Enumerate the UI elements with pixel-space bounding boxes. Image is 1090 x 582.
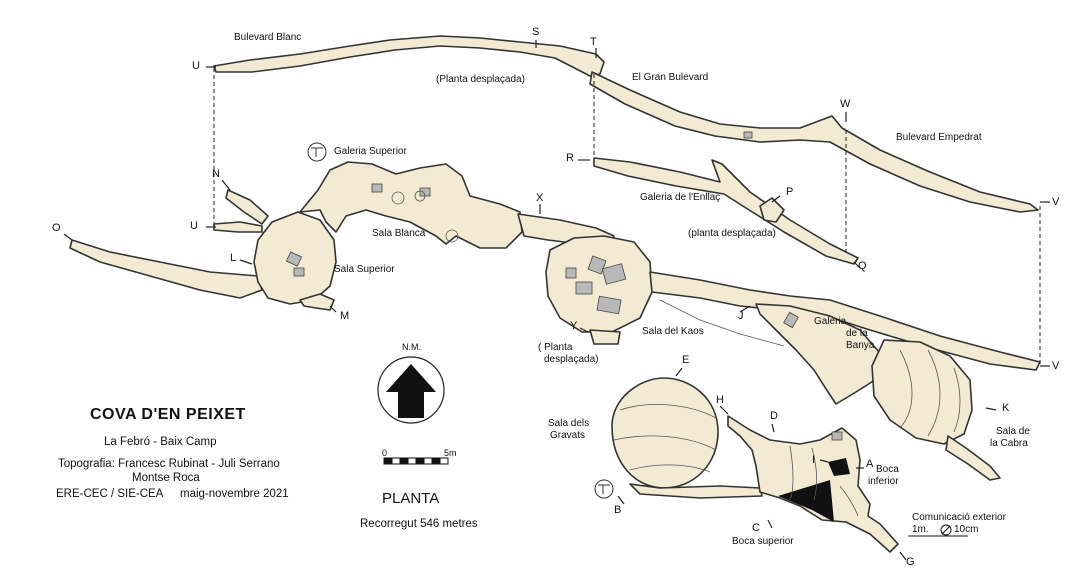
- point-k: K: [1002, 402, 1010, 414]
- gallery-o-branch: [69, 239, 263, 299]
- label-sala-blanca: Sala Blanca: [372, 228, 426, 239]
- exterior-left: 1m.: [912, 524, 929, 535]
- label-planta-desplacada-mid: (planta desplaçada): [688, 228, 776, 239]
- point-l: L: [230, 252, 237, 264]
- point-d: D: [770, 410, 778, 422]
- room-lower-entrance-complex: [727, 415, 899, 553]
- gallery-banya: [755, 303, 887, 405]
- gallery-b-connector: [629, 483, 763, 499]
- point-y: Y: [570, 320, 578, 332]
- gallery-p-branch: [759, 197, 785, 223]
- point-s: S: [532, 26, 540, 38]
- label-planta-desplacada-top: (Planta desplaçada): [436, 74, 525, 85]
- point-u2: U: [190, 220, 198, 232]
- point-t: T: [590, 36, 597, 48]
- scale-bar: [383, 457, 449, 465]
- label-galeria-enllac: Galeria de l'Enllaç: [640, 192, 721, 203]
- room-sala-gravats: [611, 377, 719, 489]
- point-g: G: [906, 556, 915, 568]
- point-w: W: [840, 98, 851, 110]
- view-label: PLANTA: [382, 490, 440, 507]
- point-p: P: [786, 186, 794, 198]
- label-sala-cabra-2: la Cabra: [990, 438, 1028, 449]
- point-i: I: [812, 454, 816, 466]
- exterior-title: Comunicació exterior: [912, 512, 1006, 523]
- label-galeria-banya-3: Banya: [846, 340, 875, 351]
- boca-inferior-opening: [828, 458, 850, 476]
- point-u1: U: [192, 60, 200, 72]
- label-gran-bulevard: El Gran Bulevard: [632, 72, 709, 83]
- label-boca-inferior-1: Boca: [876, 464, 899, 475]
- climbing-symbol-icon: [307, 142, 614, 499]
- scale-zero: 0: [382, 448, 388, 458]
- label-sala-gravats-2: Gravats: [550, 430, 586, 441]
- map-location: La Febró - Baix Camp: [104, 436, 217, 448]
- gallery-k-branch: [945, 435, 1001, 481]
- gallery-enllac: [593, 157, 859, 265]
- room-sala-blanca: [299, 161, 523, 249]
- point-e: E: [682, 354, 690, 366]
- map-date: maig-novembre 2021: [180, 488, 289, 500]
- point-n: N: [212, 168, 220, 180]
- north-label: N.M.: [402, 342, 421, 352]
- gallery-n-branch: [225, 189, 269, 225]
- scale-max: 5m: [444, 448, 457, 458]
- label-sala-gravats-1: Sala dels: [548, 418, 590, 429]
- point-m: M: [340, 310, 350, 322]
- map-topography-2: Montse Roca: [132, 472, 200, 484]
- point-a: A: [866, 458, 874, 470]
- room-sala-kaos: [545, 235, 653, 333]
- gallery-gran-bulevard: [589, 71, 1039, 213]
- label-boca-superior: Boca superior: [732, 536, 794, 547]
- label-bulevard-blanc: Bulevard Blanc: [234, 32, 302, 43]
- gallery-m-branch: [299, 293, 335, 311]
- label-galeria-banya-1: Galeria: [814, 316, 847, 327]
- map-topography: Topografia: Francesc Rubinat - Juli Serr…: [58, 458, 280, 470]
- point-j: J: [738, 310, 744, 322]
- point-c: C: [752, 522, 760, 534]
- exterior-right: 10cm: [954, 524, 979, 535]
- map-club: ERE-CEC / SIE-CEA: [56, 488, 164, 500]
- label-planta-desplacada-y-1: ( Planta: [538, 342, 573, 353]
- gallery-bulevard-blanc: [213, 35, 605, 77]
- gallery-y-branch: [589, 329, 621, 345]
- gallery-j-corridor: [649, 271, 1041, 371]
- point-x: X: [536, 192, 544, 204]
- label-sala-cabra-1: Sala de: [996, 426, 1030, 437]
- boca-superior-opening: [778, 480, 834, 522]
- label-planta-desplacada-y-2: desplaçada): [544, 354, 599, 365]
- gallery-u2-branch: [213, 221, 263, 233]
- label-bulevard-empedrat: Bulevard Empedrat: [896, 132, 982, 143]
- point-h: H: [716, 394, 724, 406]
- label-galeria-superior: Galeria Superior: [334, 146, 407, 157]
- label-sala-kaos: Sala del Kaos: [642, 326, 704, 337]
- point-o: O: [52, 222, 61, 234]
- map-title: COVA D'EN PEIXET: [90, 406, 246, 423]
- label-boca-inferior-2: inferior: [868, 476, 899, 487]
- point-r: R: [566, 152, 574, 164]
- point-q: Q: [858, 260, 867, 272]
- point-v2: V: [1052, 360, 1060, 372]
- label-galeria-banya-2: de la: [846, 328, 868, 339]
- label-sala-superior: Sala Superior: [334, 264, 395, 275]
- point-v1: V: [1052, 196, 1060, 208]
- room-sala-cabra: [871, 339, 973, 445]
- point-b: B: [614, 504, 622, 516]
- distance-label: Recorregut 546 metres: [360, 518, 478, 530]
